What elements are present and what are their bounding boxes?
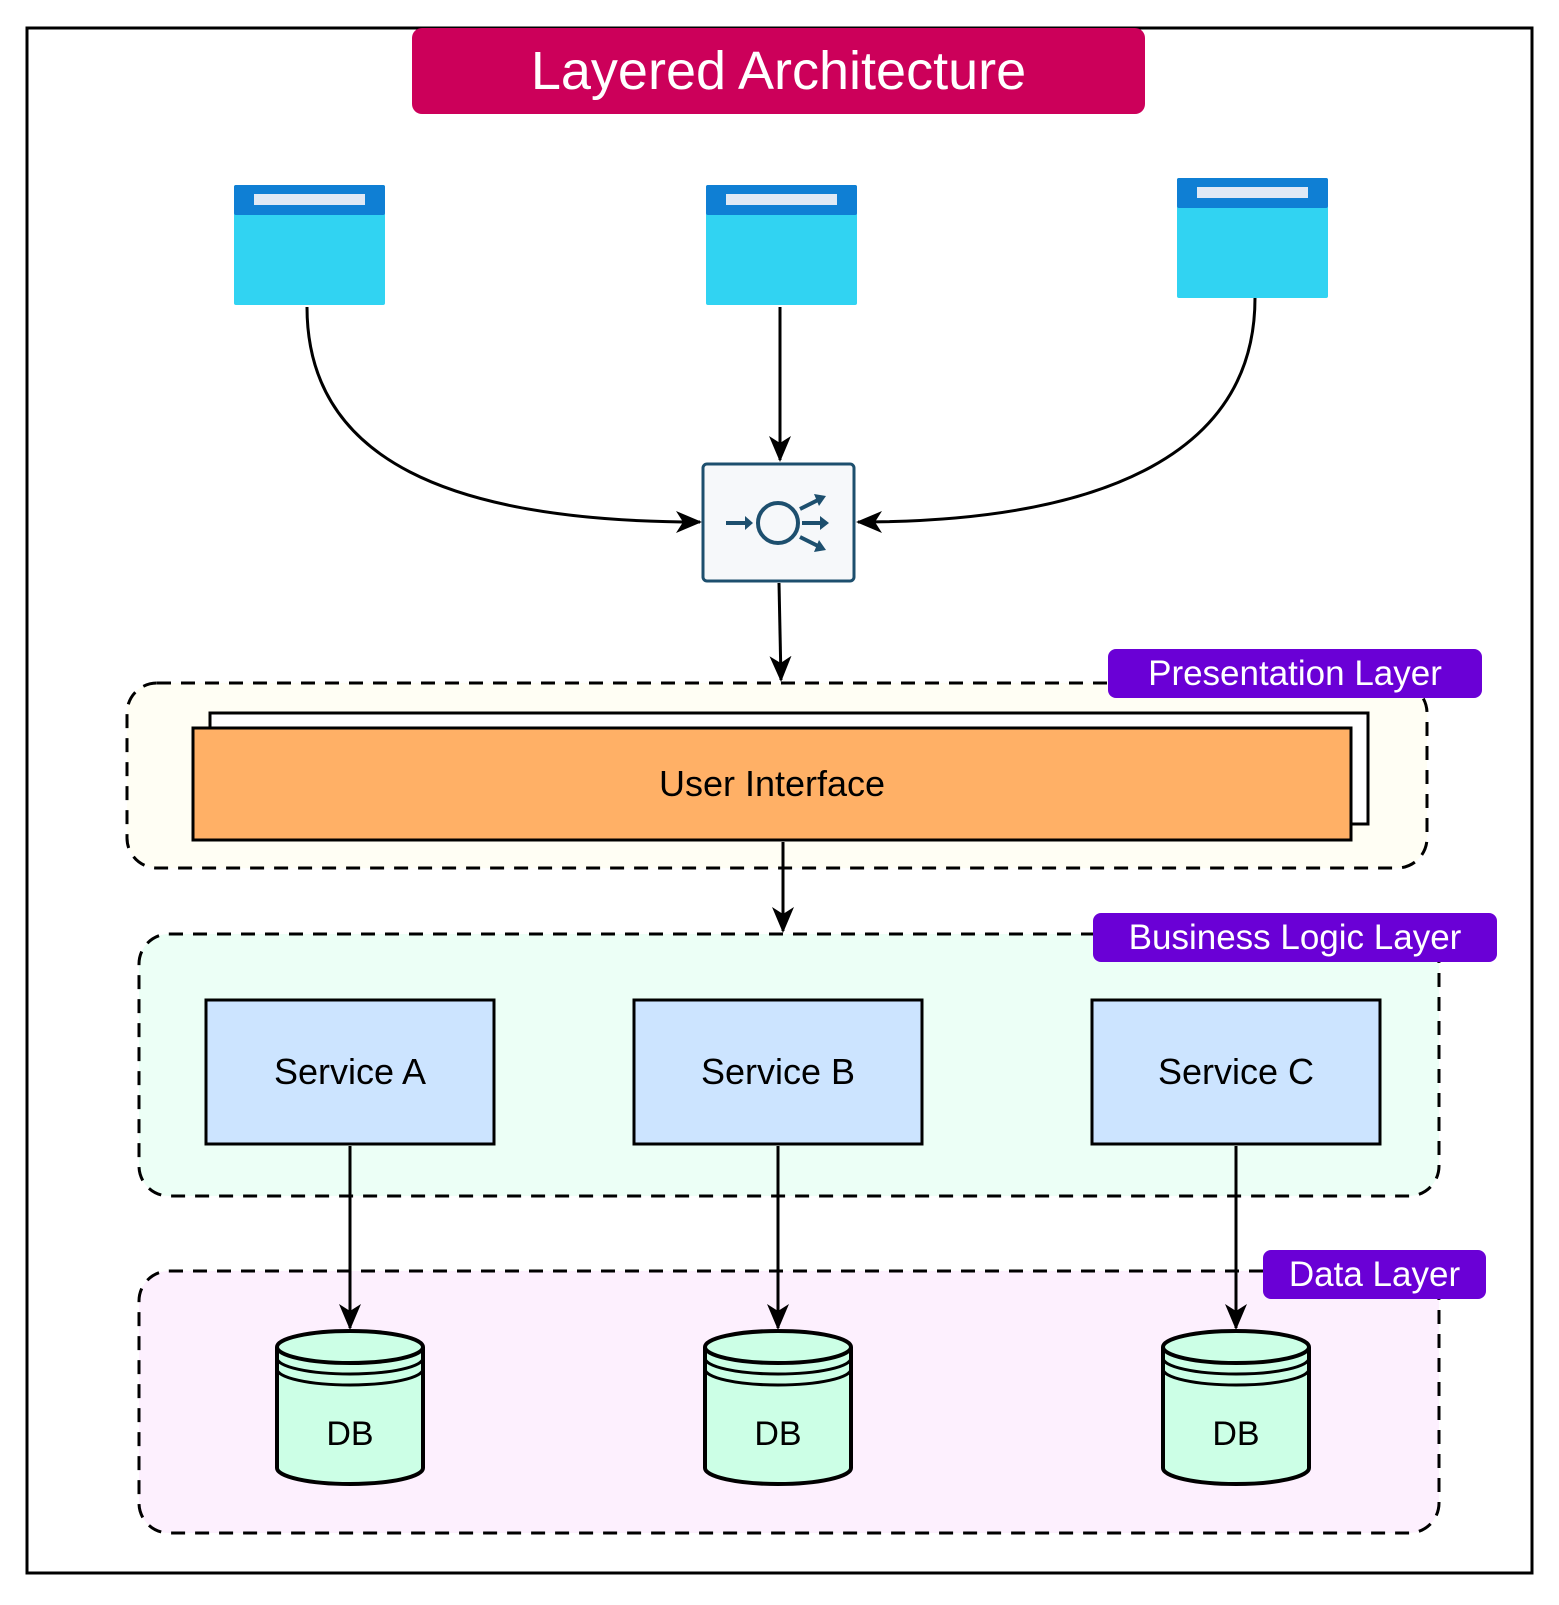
database-label: DB [1212,1415,1260,1453]
client-window-2 [706,185,857,305]
database-label: DB [754,1415,802,1453]
database-label: DB [326,1415,374,1453]
user-interface-label: User Interface [658,763,886,804]
service-b-box [632,998,924,1146]
connector-client3-lb [856,297,1257,533]
service-label: Service C [1157,1051,1315,1092]
database-icon [1161,1329,1311,1486]
service-c-box [1090,998,1382,1146]
service-a-box [204,998,496,1146]
data-layer-tag: Data Layer [1263,1250,1486,1299]
service-label: Service B [700,1051,856,1092]
connector-client1-lb [305,306,702,533]
load-balancer-icon [701,462,856,583]
service-label: Service A [273,1051,427,1092]
database-icon [703,1329,853,1486]
connector-lb-presentation [769,582,792,682]
database-icon [275,1329,425,1486]
diagram-title: Layered Architecture [412,28,1145,114]
client-window-3 [1177,178,1328,298]
presentation-layer-tag: Presentation Layer [1108,649,1482,698]
client-window-1 [234,185,385,305]
business-layer-tag: Business Logic Layer [1093,913,1497,962]
user-interface-box [191,726,1353,842]
